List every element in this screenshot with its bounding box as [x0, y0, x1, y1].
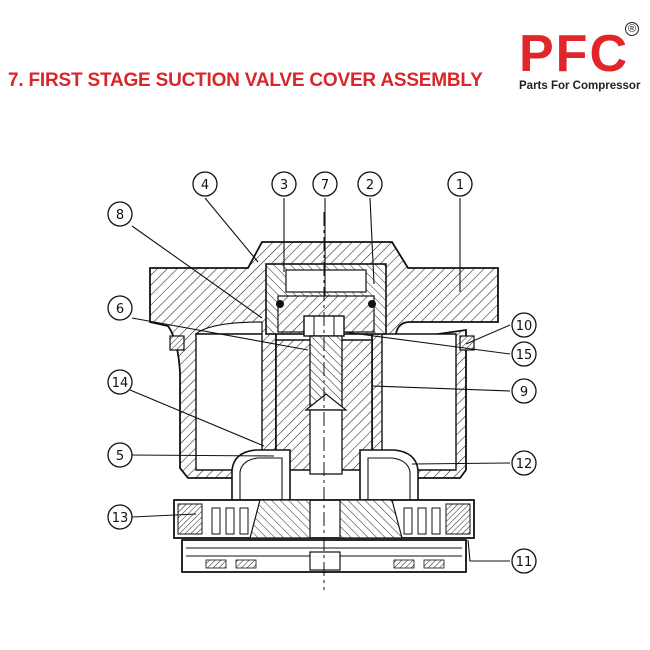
svg-text:9: 9: [520, 385, 528, 400]
callout-12: 12: [511, 450, 537, 476]
callout-14: 14: [107, 369, 133, 395]
callout-4: 4: [192, 171, 218, 197]
callout-1: 1: [447, 171, 473, 197]
svg-text:1: 1: [456, 178, 464, 193]
callout-6: 6: [107, 295, 133, 321]
svg-text:3: 3: [280, 178, 288, 193]
screw-cap: [265, 263, 387, 335]
callout-15: 15: [511, 341, 537, 367]
svg-text:14: 14: [112, 376, 129, 391]
registered-mark: ®: [625, 22, 639, 36]
svg-text:2: 2: [366, 178, 374, 193]
unloader-cups: [231, 449, 419, 500]
svg-text:15: 15: [516, 348, 533, 363]
leader-lines: [129, 197, 511, 562]
callout-10: 10: [511, 312, 537, 338]
page-title: 7. FIRST STAGE SUCTION VALVE COVER ASSEM…: [8, 70, 483, 91]
callout-13: 13: [107, 504, 133, 530]
callout-3: 3: [271, 171, 297, 197]
brand-logo-mark: PFC: [519, 25, 629, 83]
callout-11: 11: [511, 548, 537, 574]
svg-text:7: 7: [321, 178, 329, 193]
callout-2: 2: [357, 171, 383, 197]
callout-7: 7: [312, 171, 338, 197]
svg-text:12: 12: [516, 457, 533, 472]
centre-guide: [275, 335, 373, 475]
svg-text:6: 6: [116, 302, 124, 317]
svg-text:8: 8: [116, 208, 124, 223]
svg-text:5: 5: [116, 449, 124, 464]
svg-text:4: 4: [201, 178, 209, 193]
callout-9: 9: [511, 378, 537, 404]
svg-text:11: 11: [516, 555, 533, 570]
brand-logo: PFC ® Parts For Compressor: [515, 22, 645, 102]
svg-text:13: 13: [112, 511, 129, 526]
callouts: 1 2 3 4 5 6 7 8: [107, 171, 537, 574]
callout-8: 8: [107, 201, 133, 227]
brand-tagline: Parts For Compressor: [519, 80, 641, 92]
valve-cover-body: [149, 241, 499, 479]
svg-text:10: 10: [516, 319, 533, 334]
callout-5: 5: [107, 442, 133, 468]
